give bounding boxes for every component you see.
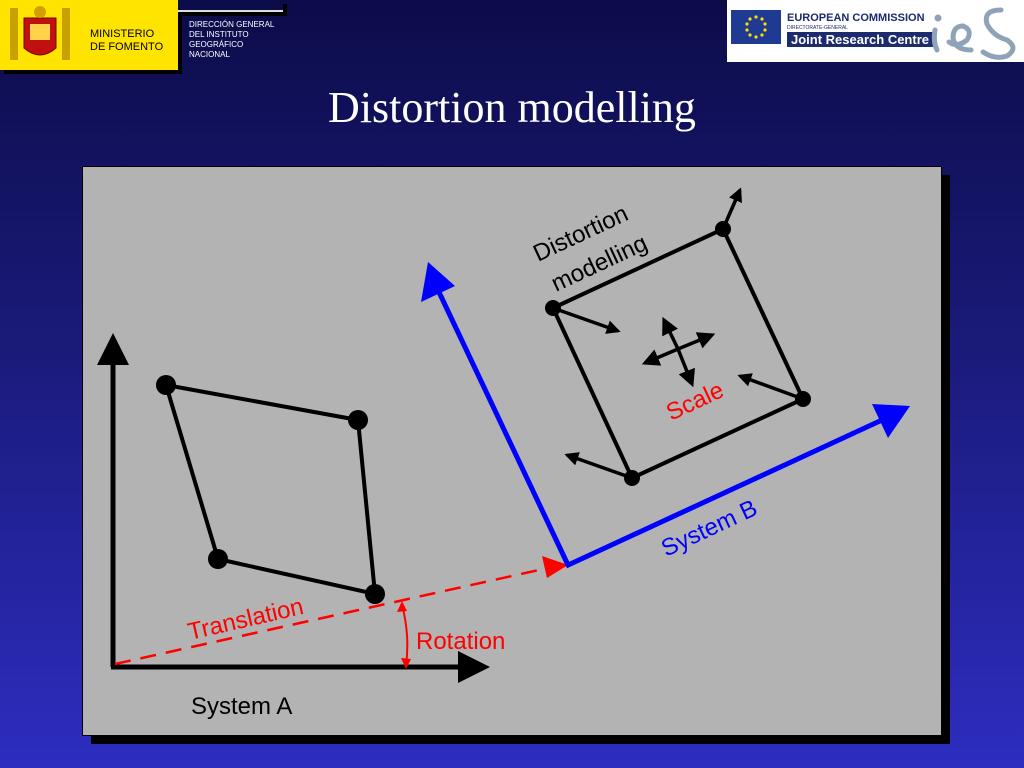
scale-label: Scale [662, 377, 728, 427]
system-a-y-arrowhead [97, 333, 129, 365]
ministerio-fomento-logo [0, 0, 178, 70]
jrc-commission-text: EUROPEAN COMMISSION [787, 12, 925, 24]
distortion-arrow [552, 306, 621, 334]
quad-a-vertex [156, 375, 176, 395]
system-b-x-axis [564, 417, 884, 569]
quad-a-vertex [208, 549, 228, 569]
ign-box [178, 0, 283, 12]
ign-line-2: DEL INSTITUTO [189, 30, 249, 39]
rotation-arrowhead-bottom [401, 658, 411, 669]
system-a-label: System A [191, 693, 292, 720]
system-a-axes [97, 333, 490, 683]
system-b-y-axis [435, 288, 571, 567]
distortion-arrow [721, 187, 742, 230]
system-b-y-arrowhead [421, 262, 455, 302]
ies-logo-icon [931, 7, 1016, 60]
system-b-axes [421, 262, 910, 569]
translation-arrowhead [542, 556, 568, 578]
translation-vector [114, 556, 568, 666]
scale-arrow [662, 316, 680, 350]
ign-line-1: DIRECCIÓN GENERAL [189, 20, 275, 29]
jrc-logo: EUROPEAN COMMISSION DIRECTORATE-GENERAL … [727, 0, 1024, 62]
translation-dashed-line [114, 566, 549, 666]
scale-arrow [676, 348, 695, 388]
eu-flag-icon [731, 10, 781, 44]
distortion-arrow [737, 373, 804, 401]
jrc-directorate-text: DIRECTORATE-GENERAL [787, 25, 848, 31]
scale-arrow [677, 332, 716, 351]
translation-label: Translation [185, 593, 306, 646]
ministry-name: MINISTERIO DE FOMENTO [90, 28, 163, 54]
rotation-arc [401, 604, 409, 666]
system-b-label: System B [657, 495, 761, 563]
jrc-centre-text: Joint Research Centre [787, 32, 933, 47]
scale-arrow [641, 347, 679, 366]
quad-a-vertex [365, 584, 385, 604]
ign-line-4: NACIONAL [189, 50, 230, 59]
ministry-line-1: MINISTERIO [90, 28, 155, 40]
slide-title: Distortion modelling [328, 83, 696, 132]
rotation-label: Rotation [416, 628, 505, 655]
quad-a-outline [163, 382, 378, 597]
quad-a-vertex [348, 410, 368, 430]
scale-cross-icon [641, 316, 716, 388]
system-b-x-arrowhead [872, 404, 910, 438]
rotation-marker [397, 601, 411, 669]
rotation-arrowhead-top [397, 601, 407, 612]
quad-a [156, 375, 385, 604]
ign-line-3: GEOGRÁFICO [189, 40, 244, 49]
ministry-line-2: DE FOMENTO [90, 41, 164, 53]
distortion-arrow [564, 452, 633, 480]
spanish-coat-of-arms-icon [10, 6, 70, 60]
system-a-x-arrowhead [458, 651, 490, 683]
distortion-arrows [552, 187, 804, 480]
ign-name: DIRECCIÓN GENERAL DEL INSTITUTO GEOGRÁFI… [189, 20, 289, 60]
